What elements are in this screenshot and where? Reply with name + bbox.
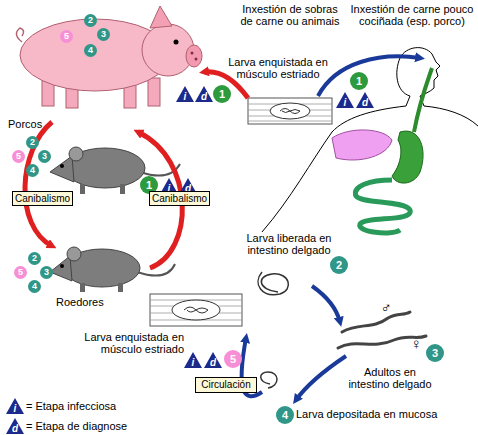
rat-drawing	[50, 156, 74, 182]
larva-drawing	[258, 272, 288, 295]
legend-text: = Etapa infecciosa	[26, 400, 116, 413]
box-text: Circulación	[198, 378, 254, 391]
stage-triangle: d	[204, 352, 222, 368]
callout-number: 5	[60, 30, 73, 43]
rat-drawing	[80, 184, 85, 194]
human-outline	[262, 96, 410, 232]
pig-drawing	[16, 28, 23, 42]
sex-symbol: ♀	[408, 336, 424, 352]
rat-drawing	[60, 264, 64, 268]
pig-drawing	[191, 52, 194, 55]
stage-label: Porcos	[8, 118, 68, 130]
muscle-drawing	[184, 307, 208, 313]
stage-triangle: i	[6, 398, 24, 414]
stage-label: Inxestión de carne pouco cociñada (esp. …	[350, 3, 474, 27]
callout-number: 5	[224, 350, 242, 368]
red-arrow	[25, 72, 248, 268]
stage-triangle: i	[184, 352, 202, 368]
callout-number: 4	[276, 406, 294, 424]
box-text: Canibalismo	[15, 192, 70, 205]
rat-drawing	[50, 247, 175, 292]
larva-drawing	[258, 272, 288, 388]
organ-drawing	[332, 130, 392, 160]
callout-number: 4	[84, 44, 97, 57]
stage-label: Roedores	[56, 296, 126, 308]
rat-drawing	[120, 184, 125, 194]
stage-label: Larva depositada en mucosa	[296, 408, 474, 420]
blue-arrow	[296, 356, 346, 400]
organ-drawing	[332, 68, 432, 233]
organ-drawing	[392, 131, 423, 183]
pig-drawing	[174, 40, 179, 45]
organ-drawing	[355, 180, 410, 233]
callout-number: 1	[350, 72, 368, 90]
rat-drawing	[60, 164, 64, 168]
blue-arrow	[318, 56, 420, 96]
callout-number: 1	[213, 85, 231, 103]
callout-number: 5	[12, 150, 25, 163]
muscle-drawing	[248, 104, 332, 121]
muscle-drawing	[248, 98, 332, 124]
callout-number: 2	[330, 256, 348, 274]
rat-drawing	[69, 147, 83, 161]
sex-symbol: ♂	[378, 300, 394, 316]
blue-arrow	[242, 56, 420, 400]
stage-label: Adultos en intestino delgado	[348, 366, 432, 390]
text-box: Circulación	[195, 377, 257, 393]
stage-label: Larva enquistada en músculo estriado	[226, 56, 330, 80]
stage-triangle: d	[195, 86, 213, 102]
adult-worm-drawing	[342, 312, 410, 332]
muscle-drawing	[248, 98, 332, 124]
rat-drawing	[50, 147, 180, 194]
text-box: Canibalismo	[12, 191, 73, 206]
stage-triangle: i	[176, 86, 194, 102]
stage-label: Inxestión de sobras de carne ou animais	[238, 3, 342, 27]
callout-number: 5	[14, 266, 27, 279]
callout-number: 2	[84, 14, 97, 27]
callout-number: 4	[26, 164, 39, 177]
rat-drawing	[118, 283, 123, 292]
muscle-drawing	[280, 109, 300, 114]
box-text: Canibalismo	[152, 192, 207, 205]
human-outline	[420, 96, 478, 126]
organ-drawing	[414, 68, 432, 132]
pig-drawing	[16, 6, 202, 108]
muscle-drawing	[150, 294, 242, 326]
callout-number: 4	[28, 280, 41, 293]
pig-drawing	[148, 78, 160, 106]
callout-number: 3	[40, 266, 53, 279]
rat-drawing	[67, 247, 81, 261]
pig-drawing	[195, 58, 198, 61]
text-box: Canibalismo	[149, 191, 210, 206]
muscle-drawing	[150, 294, 242, 326]
rat-drawing	[65, 148, 145, 188]
stage-label: Larva liberada en intestino delgado	[246, 232, 332, 256]
pig-drawing	[142, 24, 194, 76]
blue-arrow	[312, 286, 340, 322]
muscle-drawing	[172, 300, 220, 320]
callout-number: 2	[28, 252, 41, 265]
stage-triangle: d	[356, 92, 374, 108]
stage-triangle: i	[336, 92, 354, 108]
pig-drawing	[150, 6, 172, 28]
pig-drawing	[186, 45, 202, 67]
legend-text: = Etapa de diagnose	[26, 420, 127, 433]
muscle-drawing	[270, 103, 310, 119]
callout-number: 3	[426, 344, 444, 362]
larva-drawing	[261, 372, 277, 388]
stage-triangle: d	[6, 418, 24, 434]
rat-drawing	[50, 256, 72, 281]
callout-number: 3	[97, 28, 110, 41]
red-arrow	[25, 122, 52, 246]
stage-label: Larva enquistada en músculo estriado	[78, 331, 184, 355]
callout-number: 2	[26, 136, 39, 149]
muscle-drawing	[150, 300, 242, 320]
callout-number: 3	[38, 150, 51, 163]
rat-drawing	[80, 283, 85, 292]
